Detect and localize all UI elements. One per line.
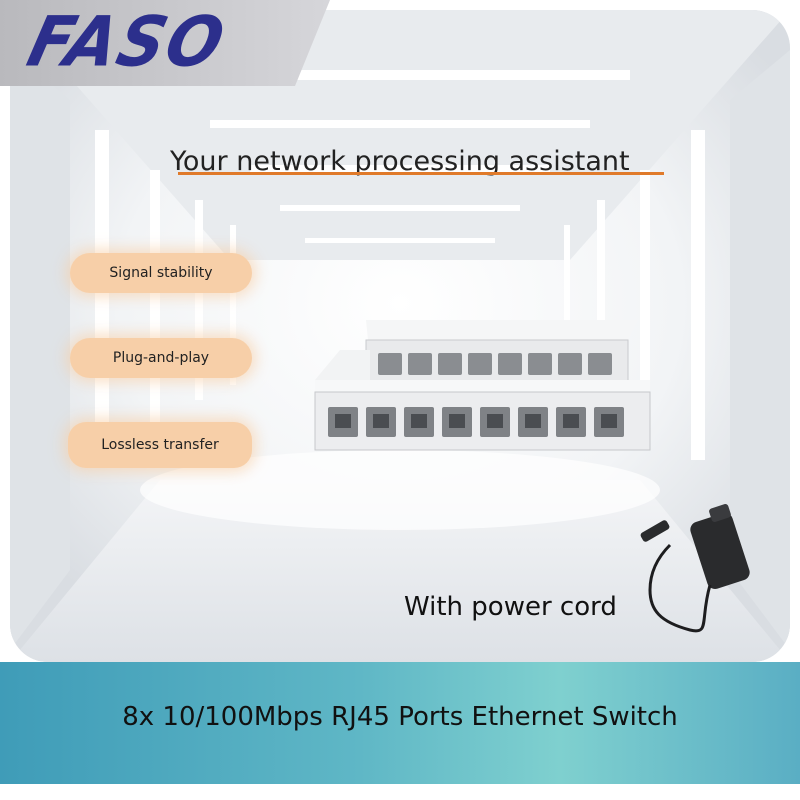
- logo-banner: FASO: [0, 0, 330, 86]
- headline-underline: [178, 172, 664, 175]
- feature-pill-signal-stability: Signal stability: [70, 253, 252, 293]
- corridor-scene: [10, 10, 790, 662]
- feature-pill-lossless-transfer: Lossless transfer: [68, 422, 252, 468]
- bottom-strip: [0, 784, 800, 800]
- logo-banner-shape: [0, 0, 330, 86]
- power-cord-label: With power cord: [404, 592, 617, 622]
- headline: Your network processing assistant: [170, 146, 630, 177]
- brand-logo: FASO: [20, 3, 234, 83]
- product-title: 8x 10/100Mbps RJ45 Ports Ethernet Switch: [122, 702, 678, 732]
- corridor-background: [10, 10, 790, 662]
- ethernet-switch-icon: [314, 320, 651, 451]
- power-adapter-icon: [640, 504, 750, 633]
- footer-bar: 8x 10/100Mbps RJ45 Ports Ethernet Switch: [0, 662, 800, 784]
- feature-pill-plug-and-play: Plug-and-play: [70, 338, 252, 378]
